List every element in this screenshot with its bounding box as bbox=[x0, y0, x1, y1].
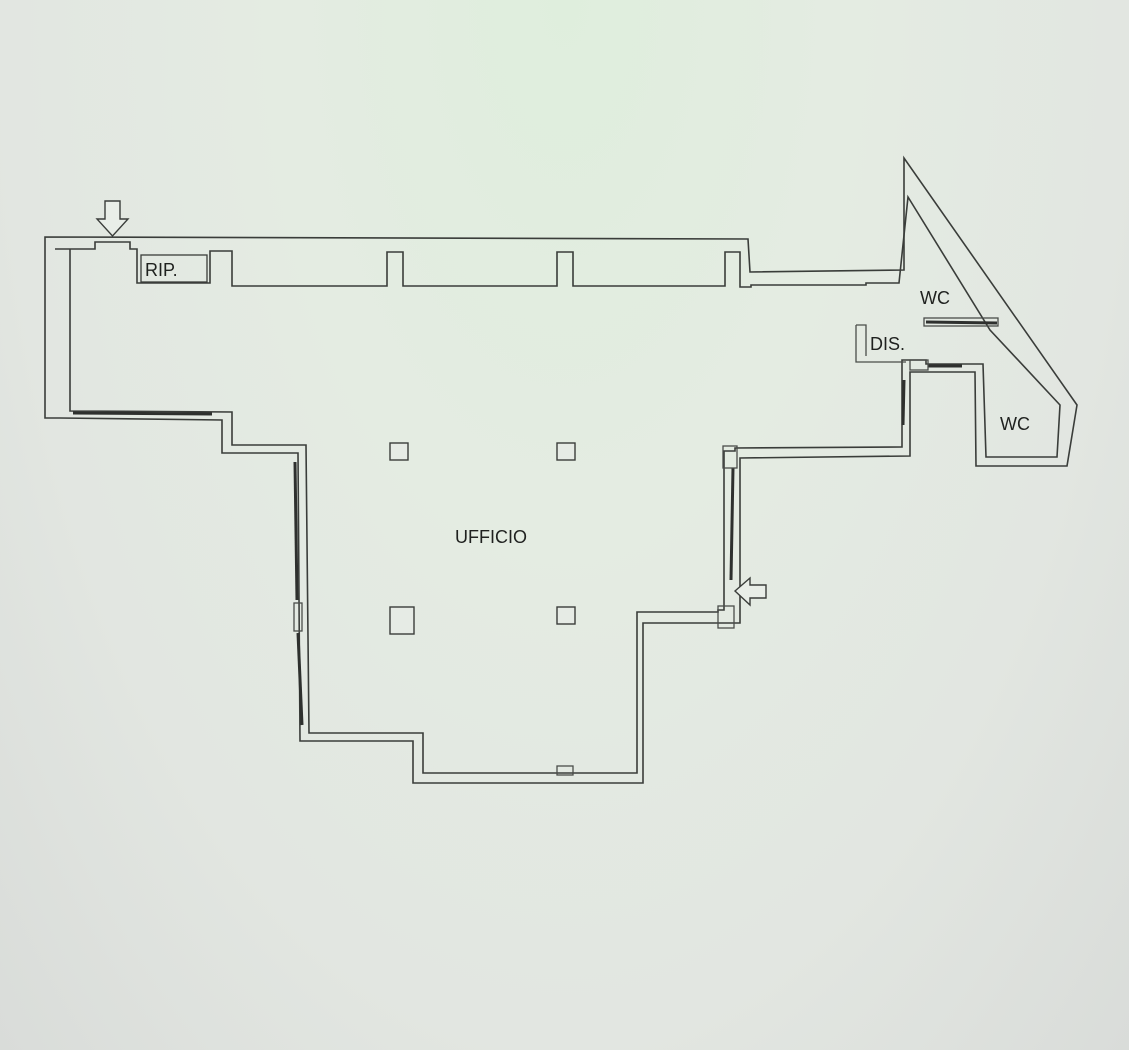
window-main-left-lower bbox=[296, 632, 304, 726]
inner-wall bbox=[55, 194, 1061, 774]
wc-door-post bbox=[909, 359, 929, 371]
bottom-wall-notch bbox=[556, 765, 574, 776]
outer-wall bbox=[44, 155, 1078, 784]
window-main-left-break bbox=[293, 602, 303, 632]
window-main-left-upper bbox=[293, 461, 299, 601]
ripostiglio-box bbox=[140, 254, 208, 283]
window-left-bottom bbox=[72, 411, 213, 416]
entrance-arrow-left-icon bbox=[733, 576, 767, 607]
pillar-2 bbox=[556, 442, 576, 461]
window-main-right bbox=[729, 467, 735, 581]
room-label-wc-upper: WC bbox=[920, 288, 950, 308]
corner-stub-right-top bbox=[722, 445, 738, 469]
corner-stub-right-bottom bbox=[717, 605, 735, 629]
room-label-wc-lower: WC bbox=[1000, 414, 1030, 434]
pillar-4 bbox=[556, 606, 576, 625]
entrance-arrow-down-icon bbox=[95, 200, 130, 238]
wc-partition-upper-frame bbox=[923, 317, 999, 327]
wc-partition-upper bbox=[925, 320, 998, 325]
room-label-ripostiglio: RIP. bbox=[145, 260, 178, 280]
dis-partition bbox=[855, 324, 906, 363]
room-label-disimpegno: DIS. bbox=[870, 334, 905, 354]
room-label-ufficio: UFFICIO bbox=[455, 527, 527, 547]
window-annex bbox=[901, 379, 906, 426]
pillar-3 bbox=[389, 606, 415, 635]
pillar-1 bbox=[389, 442, 409, 461]
